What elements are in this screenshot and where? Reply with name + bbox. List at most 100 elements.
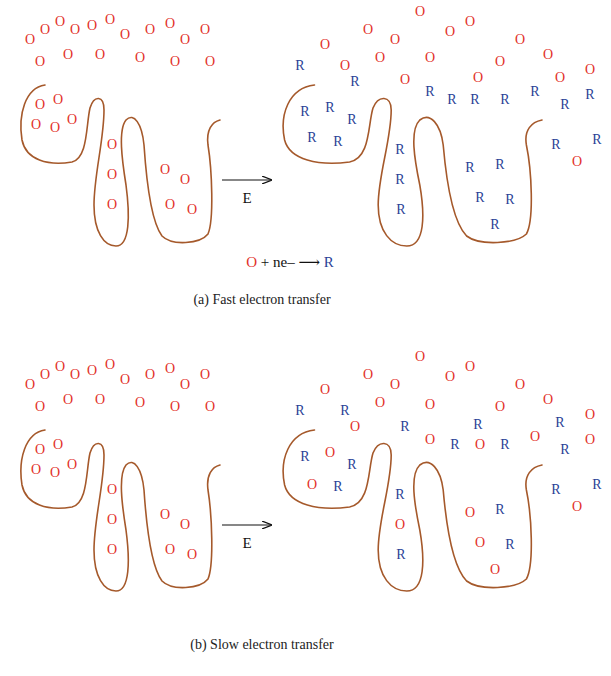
species-label: O (585, 408, 595, 422)
species-label: R (395, 143, 404, 157)
species-label: O (515, 33, 525, 47)
species-label: O (205, 55, 215, 69)
species-label: O (107, 483, 117, 497)
species-label: R (350, 75, 359, 89)
species-label: O (105, 358, 115, 372)
species-label: R (396, 203, 405, 217)
species-label: O (495, 400, 505, 414)
panel-caption: (b) Slow electron transfer (190, 638, 333, 652)
species-label: O (67, 458, 77, 472)
species-label: R (425, 85, 434, 99)
species-label: O (31, 463, 41, 477)
species-label: O (375, 51, 385, 65)
species-label: O (425, 398, 435, 412)
species-label: O (187, 203, 197, 217)
species-label: O (205, 400, 215, 414)
species-label: O (473, 71, 483, 85)
species-label: R (592, 133, 601, 147)
potential-label: E (242, 191, 251, 206)
species-label: R (505, 193, 514, 207)
species-label: O (572, 500, 582, 514)
species-label: R (295, 59, 304, 73)
species-label: R (300, 105, 309, 119)
species-label: O (400, 73, 410, 87)
species-label: O (475, 536, 485, 550)
species-label: O (35, 443, 45, 457)
species-label: O (180, 33, 190, 47)
species-label: O (425, 433, 435, 447)
species-label: O (543, 393, 553, 407)
species-label: O (145, 23, 155, 37)
species-label: O (55, 360, 65, 374)
species-label: R (333, 480, 342, 494)
species-label: O (200, 368, 210, 382)
porous-electrode-outline (283, 430, 542, 591)
species-label: O (165, 17, 175, 31)
species-label: R (592, 478, 601, 492)
species-label: O (35, 98, 45, 112)
species-label: O (165, 198, 175, 212)
species-label: O (95, 393, 105, 407)
panel-caption: (a) Fast electron transfer (193, 293, 330, 307)
species-label: O (107, 138, 117, 152)
species-label: O (180, 378, 190, 392)
species-label: R (395, 173, 404, 187)
species-label: O (87, 19, 97, 33)
species-label: O (495, 55, 505, 69)
species-label: O (50, 121, 60, 135)
species-label: R (560, 98, 569, 112)
species-label: R (300, 450, 309, 464)
species-label: O (180, 518, 190, 532)
species-label: R (495, 158, 504, 172)
species-label: O (307, 478, 317, 492)
species-label: O (320, 38, 330, 52)
species-label: O (170, 400, 180, 414)
species-label: O (95, 48, 105, 62)
species-label: R (490, 218, 499, 232)
species-label: R (396, 548, 405, 562)
species-label: O (543, 48, 553, 62)
species-label: O (325, 446, 335, 460)
species-label: O (490, 563, 500, 577)
species-label: R (340, 404, 349, 418)
species-label: R (295, 404, 304, 418)
species-label: O (415, 5, 425, 19)
species-label: O (63, 48, 73, 62)
species-label: R (465, 161, 474, 175)
species-label: O (530, 430, 540, 444)
species-label: O (70, 23, 80, 37)
species-label: O (475, 438, 485, 452)
species-label: R (473, 418, 482, 432)
species-label: O (40, 23, 50, 37)
species-label: R (347, 113, 356, 127)
species-label: O (445, 370, 455, 384)
species-label: R (470, 93, 479, 107)
species-label: O (585, 63, 595, 77)
reaction-equation: O + ne– ⟶ R (246, 255, 333, 270)
species-label: O (200, 23, 210, 37)
species-label: O (107, 168, 117, 182)
species-label: O (340, 59, 350, 73)
species-label: O (145, 368, 155, 382)
species-label: O (55, 15, 65, 29)
species-label: O (25, 33, 35, 47)
species-label: R (505, 538, 514, 552)
species-label: O (107, 513, 117, 527)
species-label: R (585, 88, 594, 102)
porous-electrode-outline (21, 85, 220, 246)
species-label: O (375, 396, 385, 410)
species-label: O (515, 378, 525, 392)
species-label: O (25, 378, 35, 392)
species-label: R (400, 420, 409, 434)
species-label: R (395, 488, 404, 502)
species-label: O (465, 506, 475, 520)
species-label: R (500, 93, 509, 107)
species-label: R (450, 438, 459, 452)
species-label: R (555, 416, 564, 430)
species-label: O (135, 51, 145, 65)
species-label: R (530, 85, 539, 99)
species-label: O (425, 51, 435, 65)
potential-label: E (242, 536, 251, 551)
